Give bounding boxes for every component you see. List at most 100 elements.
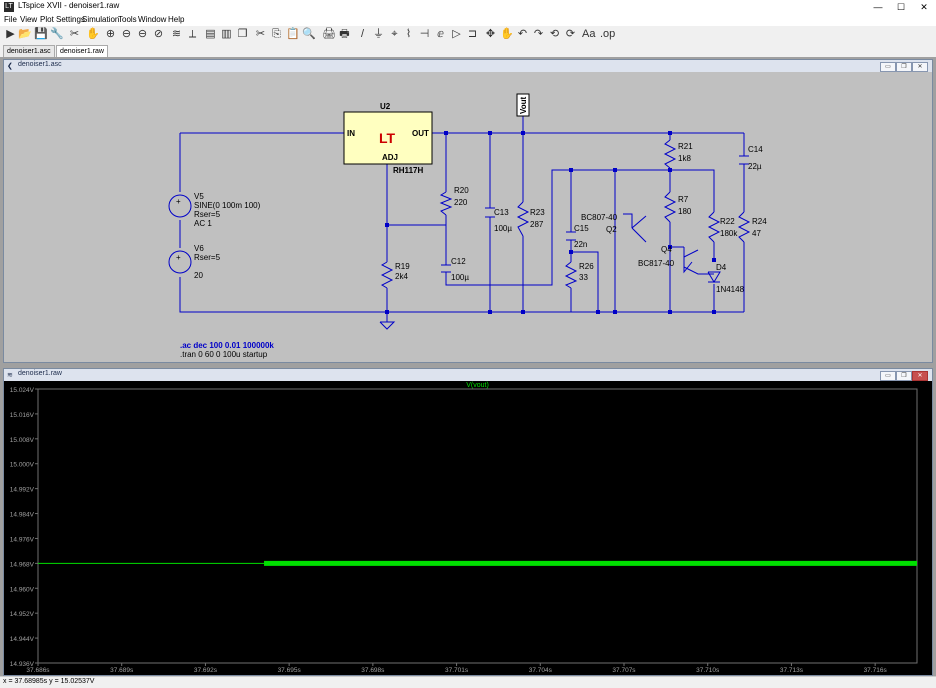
- zoom-back-icon[interactable]: ⊖: [137, 28, 148, 40]
- pin-out-label[interactable]: OUT: [412, 129, 429, 138]
- c15-label[interactable]: C15: [574, 224, 589, 233]
- c12-label[interactable]: C12: [451, 257, 466, 266]
- autorange-icon[interactable]: ✂: [69, 28, 80, 40]
- r24-label[interactable]: R24: [752, 217, 767, 226]
- menu-window[interactable]: Window: [138, 15, 167, 24]
- schematic-minimize-button[interactable]: ▭: [880, 62, 896, 72]
- zoom-in-icon[interactable]: ⊕: [105, 28, 116, 40]
- v5-rser[interactable]: Rser=5: [194, 210, 221, 219]
- rotate-icon[interactable]: ⟲: [549, 28, 560, 40]
- text-icon[interactable]: Aa: [582, 28, 596, 40]
- find-icon[interactable]: 🔍: [302, 28, 316, 40]
- undo-icon[interactable]: ↶: [517, 28, 528, 40]
- r19-label[interactable]: R19: [395, 262, 410, 271]
- mirror-icon[interactable]: ⟳: [565, 28, 576, 40]
- paste-icon[interactable]: 📋: [286, 28, 300, 40]
- control-panel-icon[interactable]: 🔧: [50, 28, 64, 40]
- r20-value[interactable]: 220: [454, 198, 468, 207]
- q4-label[interactable]: Q4: [661, 245, 672, 254]
- minimize-button[interactable]: —: [873, 2, 883, 12]
- wire-icon[interactable]: /: [360, 28, 365, 40]
- u2-regulator[interactable]: [343, 111, 433, 165]
- spice-directive-icon[interactable]: .op: [600, 28, 616, 40]
- d4-label[interactable]: D4: [716, 263, 727, 272]
- waveform-close-button[interactable]: ✕: [912, 371, 928, 381]
- r21-label[interactable]: R21: [678, 142, 693, 151]
- maximize-button[interactable]: ☐: [896, 2, 906, 12]
- pin-in-label[interactable]: IN: [347, 129, 355, 138]
- v5-ac[interactable]: AC 1: [194, 219, 212, 228]
- label-icon[interactable]: ⌖: [391, 28, 398, 40]
- u2-type-label[interactable]: RH117H: [393, 166, 423, 175]
- zoom-out-icon[interactable]: ⊖: [121, 28, 132, 40]
- cut-icon[interactable]: ✂: [255, 28, 266, 40]
- menu-simulation[interactable]: Simulation: [82, 15, 120, 24]
- run-icon[interactable]: ▶: [6, 28, 15, 40]
- menu-plot-settings[interactable]: Plot Settings: [40, 15, 85, 24]
- open-icon[interactable]: 📂: [18, 28, 32, 40]
- resistor-icon[interactable]: ⌇: [405, 28, 412, 40]
- c15-value[interactable]: 22n: [574, 240, 587, 249]
- waveform-icon[interactable]: ≋: [171, 28, 182, 40]
- tile-horizontal-icon[interactable]: ▤: [205, 28, 216, 40]
- waveform-plot[interactable]: V(vout)15.024V15.016V15.008V15.000V14.99…: [4, 381, 930, 673]
- ground-icon[interactable]: ⏚: [373, 28, 384, 40]
- v5-value[interactable]: SINE(0 100m 100): [194, 201, 261, 210]
- schematic-close-button[interactable]: ✕: [912, 62, 928, 72]
- r23-value[interactable]: 287: [530, 220, 544, 229]
- trace-label[interactable]: V(vout): [466, 382, 489, 389]
- copy-icon[interactable]: ⎘: [272, 28, 281, 40]
- r26-label[interactable]: R26: [579, 262, 594, 271]
- r24-value[interactable]: 47: [752, 229, 761, 238]
- pan-icon[interactable]: ✋: [86, 28, 100, 40]
- u2-label[interactable]: U2: [380, 102, 391, 111]
- cursor-icon[interactable]: ⟂: [188, 28, 197, 40]
- vout-net-label[interactable]: [516, 93, 530, 117]
- close-button[interactable]: ✕: [920, 2, 928, 12]
- zoom-cancel-icon[interactable]: ⊘: [153, 28, 164, 40]
- menu-tools[interactable]: Tools: [118, 15, 137, 24]
- diode-icon[interactable]: ▷: [452, 28, 461, 40]
- r7-value[interactable]: 180: [678, 207, 692, 216]
- save-icon[interactable]: 💾: [34, 28, 48, 40]
- q2-model[interactable]: BC807-40: [581, 213, 618, 222]
- r26-value[interactable]: 33: [579, 273, 588, 282]
- tran-directive[interactable]: .tran 0 60 0 100u startup: [180, 350, 268, 359]
- ac-directive[interactable]: .ac dec 100 0.01 100000k: [180, 341, 274, 350]
- menu-file[interactable]: File: [4, 15, 17, 24]
- v5-label[interactable]: V5: [194, 192, 204, 201]
- c13-label[interactable]: C13: [494, 208, 509, 217]
- move-icon[interactable]: ✥: [485, 28, 496, 40]
- drag-icon[interactable]: ✋: [500, 28, 514, 40]
- pin-adj-label[interactable]: ADJ: [382, 153, 398, 162]
- r22-label[interactable]: R22: [720, 217, 735, 226]
- r23-label[interactable]: R23: [530, 208, 545, 217]
- c14-value[interactable]: 22µ: [748, 162, 762, 171]
- q4-model[interactable]: BC817-40: [638, 259, 675, 268]
- schematic-window[interactable]: ❮ denoiser1.asc ▭ ❐ ✕: [3, 59, 933, 363]
- redo-icon[interactable]: ↷: [533, 28, 544, 40]
- r21-value[interactable]: 1k8: [678, 154, 691, 163]
- menu-view[interactable]: View: [20, 15, 38, 24]
- d4-value[interactable]: 1N4148: [716, 285, 745, 294]
- r20-label[interactable]: R20: [454, 186, 469, 195]
- print-preview-icon[interactable]: 🖶: [339, 28, 350, 40]
- r22-value[interactable]: 180k: [720, 229, 738, 238]
- r7-label[interactable]: R7: [678, 195, 689, 204]
- c12-value[interactable]: 100µ: [451, 273, 469, 282]
- c14-label[interactable]: C14: [748, 145, 763, 154]
- schematic-window-titlebar[interactable]: ❮ denoiser1.asc ▭ ❐ ✕: [4, 60, 932, 72]
- menu-help[interactable]: Help: [168, 15, 185, 24]
- tile-vertical-icon[interactable]: ▥: [221, 28, 232, 40]
- v6-value[interactable]: 20: [194, 271, 203, 280]
- print-icon[interactable]: 🖨: [322, 28, 336, 40]
- schematic-restore-button[interactable]: ❐: [896, 62, 912, 72]
- inductor-icon[interactable]: ⅇ: [437, 28, 444, 40]
- c13-value[interactable]: 100µ: [494, 224, 512, 233]
- capacitor-icon[interactable]: ⊣: [419, 28, 430, 40]
- waveform-minimize-button[interactable]: ▭: [880, 371, 896, 381]
- v6-rser[interactable]: Rser=5: [194, 253, 221, 262]
- v6-label[interactable]: V6: [194, 244, 204, 253]
